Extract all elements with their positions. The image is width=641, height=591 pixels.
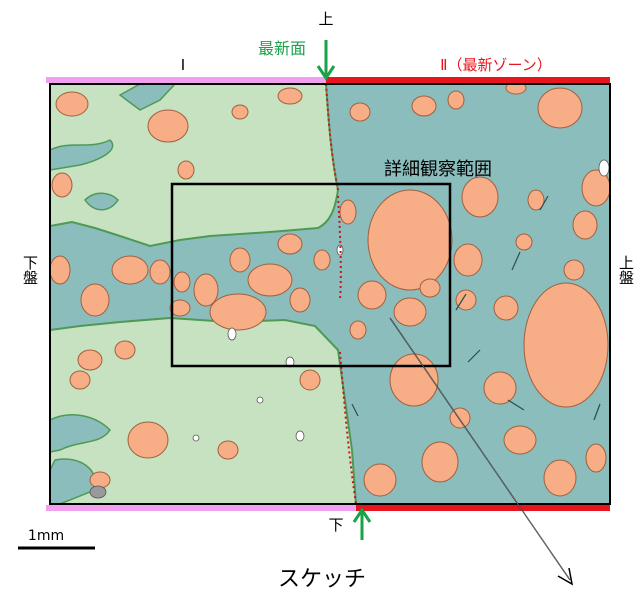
sketch-panel [50,84,610,504]
left-side-label: 下盤 [21,255,39,285]
zone-two-label: Ⅱ（最新ゾーン） [440,56,552,74]
newest-surface-arrow-top [316,40,336,81]
zone-one-bar-bottom [46,505,356,511]
top-label: 上 [318,10,333,28]
zone-two-bar-bottom [356,505,610,511]
right-side-label: 上盤 [617,255,635,285]
newest-surface-label: 最新面 [258,39,306,58]
detail-area-frame [170,182,452,368]
zone-one-label: Ⅰ [181,56,185,74]
host-rock-lower [50,316,358,504]
fractures [351,195,601,421]
clasts-left [50,87,321,489]
newest-surface-boundary [325,84,357,504]
newest-surface-arrow-bottom [352,507,372,540]
sketch-panel-frame [49,83,611,505]
host-rock-upper [50,84,340,248]
scale-label: 1mm [28,528,64,544]
bottom-label: 下 [328,516,343,534]
dark-fragments [89,485,107,499]
caption: スケッチ [278,567,366,591]
zone-one-bar-top [46,77,326,83]
voids [192,159,610,442]
zone-two-bar-top [326,77,610,83]
host-rock-cracks [50,84,177,504]
detail-leader-line [389,317,574,586]
detail-area-label: 詳細観察範囲 [384,159,492,180]
